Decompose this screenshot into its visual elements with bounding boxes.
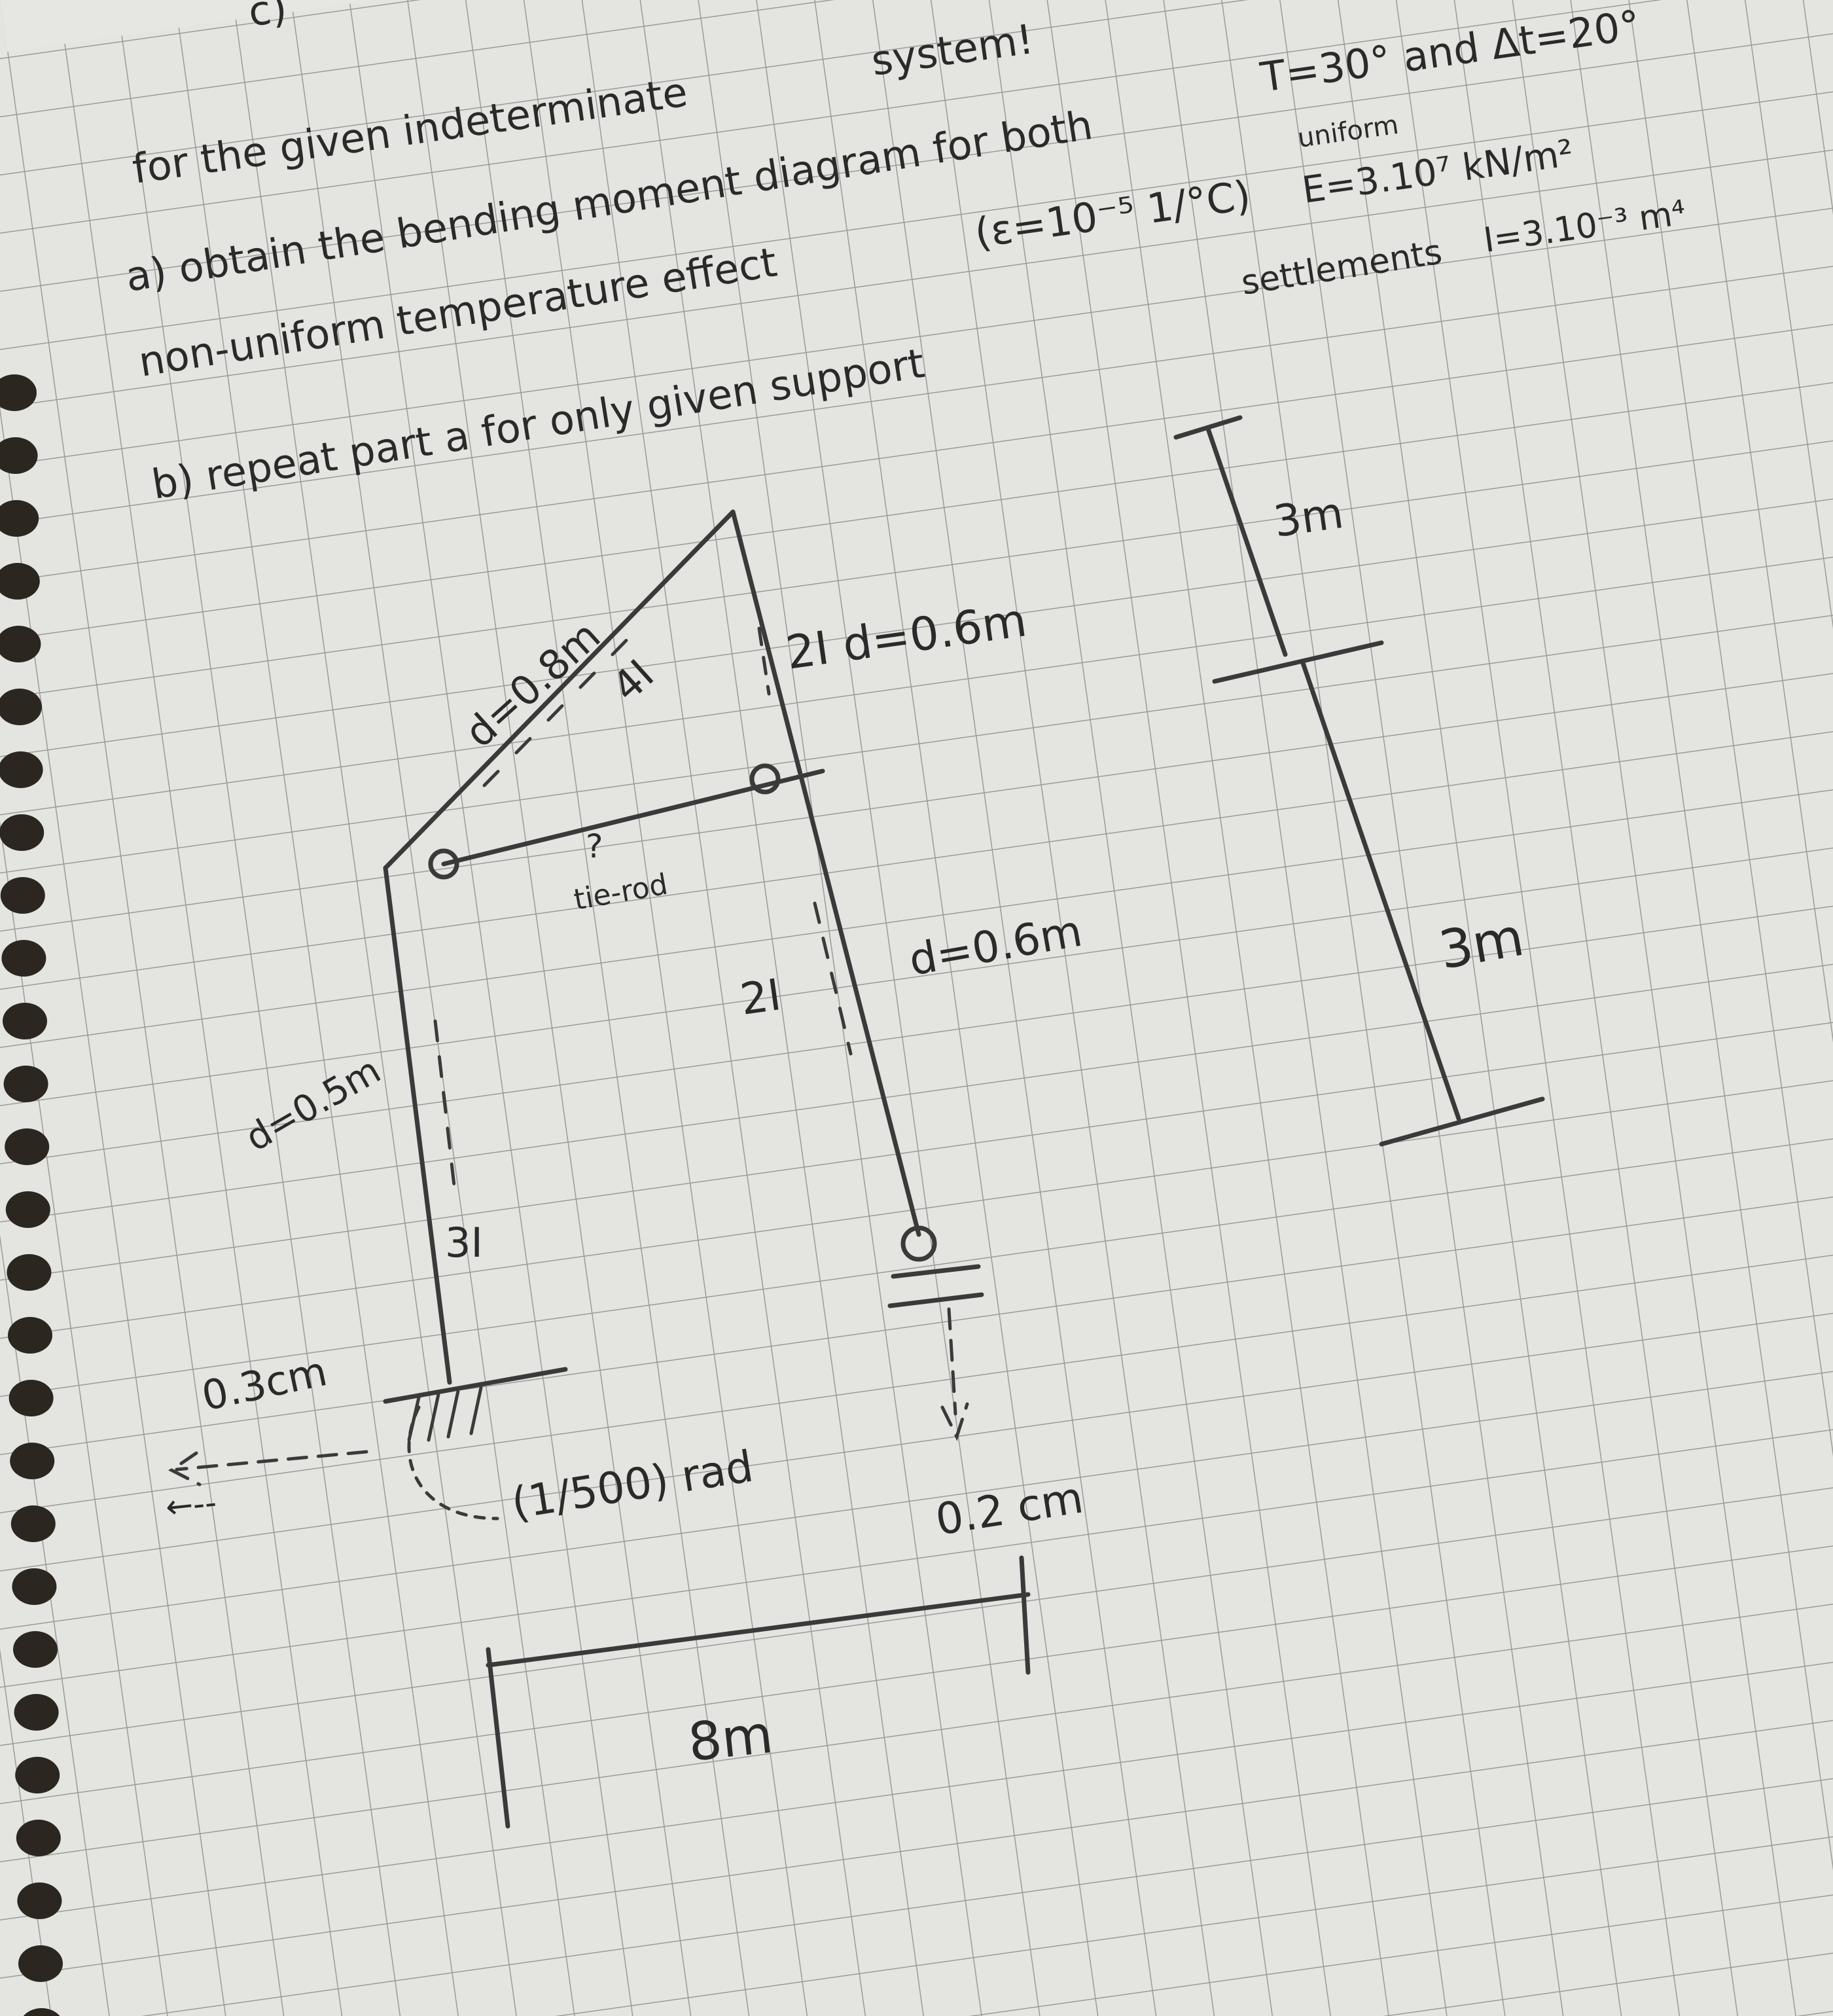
roller-line-1 [891, 1264, 981, 1279]
dim-span-left-tick [486, 1647, 510, 1829]
upper-right-dashes [757, 626, 771, 696]
binding-hole [8, 1317, 52, 1354]
settlement-arrow-down [940, 1307, 969, 1441]
binding-hole [0, 814, 44, 851]
binding-hole [13, 1631, 58, 1668]
rotation-arc [407, 1405, 499, 1521]
diagonal-dashes [482, 626, 640, 787]
dim-mid-bar [1212, 640, 1384, 684]
dim-bottom-bar [1379, 1096, 1545, 1147]
right-column [730, 509, 921, 1237]
binding-hole [12, 1568, 57, 1605]
binding-hole [7, 1254, 52, 1291]
binding-hole [10, 1505, 56, 1542]
binding-hole [0, 626, 41, 662]
dim-upper-line [1205, 426, 1288, 657]
left-column [383, 865, 452, 1385]
diagonal-member [383, 509, 736, 871]
frame-structure [168, 415, 1545, 1829]
tie-rod [441, 768, 825, 867]
left-column-dashes [433, 1019, 457, 1193]
dim-span-label: 8m [685, 1704, 775, 1773]
tie-rod-question: ? [586, 827, 603, 865]
binding-hole [0, 877, 45, 914]
binding-hole [18, 1945, 63, 1982]
binding-hole [10, 1443, 55, 1479]
binding-hole [15, 1757, 60, 1793]
binding-hole [0, 437, 38, 474]
binding-hole [0, 500, 39, 537]
binding-hole [5, 1128, 50, 1165]
dim-span-right-tick [1019, 1555, 1031, 1675]
corner-mark: c) [245, 0, 290, 36]
dim-lower-line [1300, 658, 1461, 1121]
binding-hole [0, 563, 40, 600]
dim-top-label: 3m [1271, 488, 1347, 547]
hinge-right [749, 763, 781, 795]
binding-hole [23, 2008, 60, 2016]
binding-hole [14, 1694, 59, 1731]
right-column-dashes [813, 901, 853, 1056]
pin-support [900, 1225, 937, 1262]
binding-hole [17, 1882, 62, 1919]
binding-hole [9, 1380, 54, 1416]
binding-hole [0, 689, 42, 725]
arrow-left-label: ←-- [164, 1483, 219, 1526]
spiral-binding [0, 374, 63, 2016]
hinge-left [428, 848, 459, 880]
binding-hole [3, 1003, 47, 1039]
binding-hole [5, 1191, 50, 1228]
binding-hole [0, 374, 37, 411]
dim-span-line [486, 1592, 1031, 1668]
fixed-support-hatch [407, 1386, 483, 1442]
binding-hole [3, 1066, 48, 1102]
left-inertia: 3I [445, 1219, 483, 1267]
settlement-arrow-left [168, 1450, 368, 1486]
right-lower-inertia: 2I [738, 969, 785, 1025]
binding-hole [0, 751, 43, 788]
binding-hole [16, 1820, 61, 1856]
roller-line-2 [887, 1292, 984, 1308]
dim-bottom-label: 3m [1434, 907, 1528, 981]
fixed-support-base [383, 1367, 568, 1404]
binding-hole [1, 940, 46, 977]
